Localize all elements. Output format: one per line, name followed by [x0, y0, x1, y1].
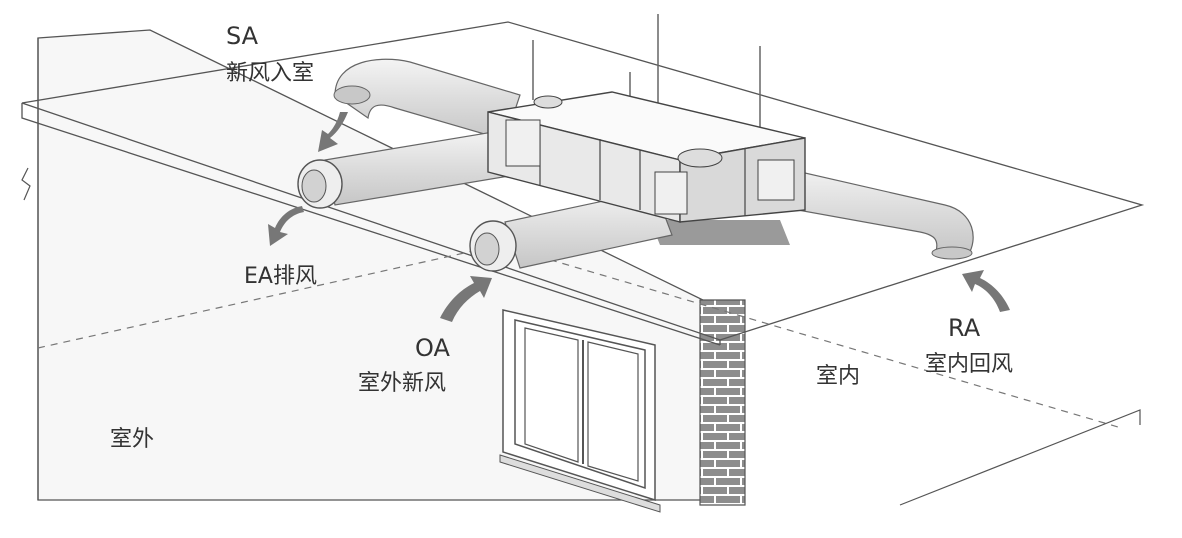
- hvac-unit: [487, 91, 806, 223]
- floor-dashed-lines: [37, 244, 1141, 506]
- oa-arrow-icon: [440, 276, 492, 322]
- labels: SA 新风入室 EA排风 OA 室外新风 RA 室内回风 室内 室外: [110, 22, 1013, 452]
- outdoor-label: 室外: [110, 427, 154, 452]
- ra-duct: [769, 164, 974, 260]
- sa-arrow-icon: [318, 112, 348, 152]
- ra-code-label: RA: [948, 314, 981, 342]
- sa-text-label: 新风入室: [226, 61, 314, 86]
- oa-text-label: 室外新风: [358, 371, 446, 396]
- sa-code-label: SA: [226, 22, 259, 50]
- ea-arrow-icon: [268, 206, 304, 246]
- ra-text-label: 室内回风: [925, 352, 1013, 377]
- sa-duct: [333, 58, 521, 141]
- ra-arrow-icon: [962, 270, 1010, 312]
- indoor-label: 室内: [816, 364, 860, 389]
- flow-arrows: [268, 112, 1010, 322]
- window: [499, 309, 661, 513]
- unit-shadow: [650, 220, 790, 245]
- oa-code-label: OA: [415, 334, 450, 362]
- ea-text-label: EA排风: [244, 264, 317, 289]
